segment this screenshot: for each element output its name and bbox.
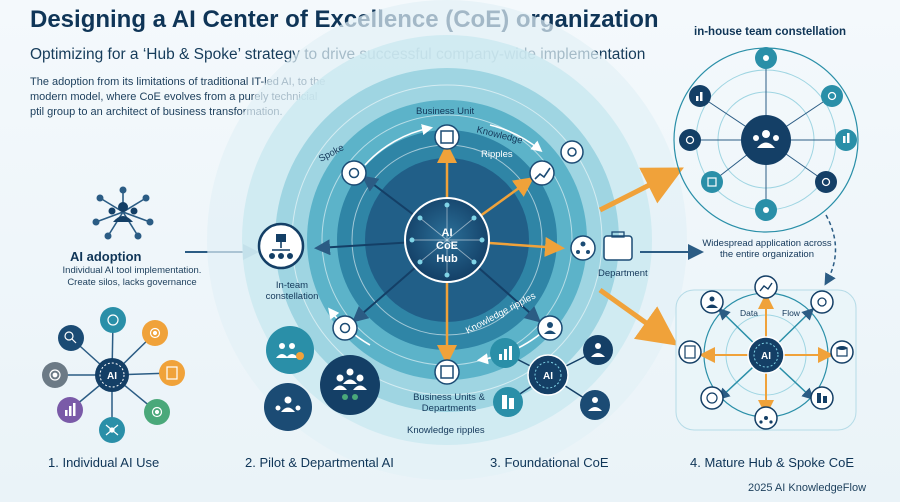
mature-hub-network (675, 275, 857, 431)
ai-adoption-title: AI adoption (70, 249, 142, 264)
ring-nodes (332, 124, 633, 385)
team-cluster-icon (320, 355, 380, 415)
meeting-node-icon (583, 335, 613, 365)
building-node-icon (493, 387, 523, 417)
in-team-constellation (257, 222, 305, 270)
in-house-constellation (673, 47, 859, 233)
briefcase-icon (603, 235, 633, 261)
database-icon (830, 340, 854, 364)
in-house-hub-icon (741, 115, 791, 165)
stage3-caption: 3. Foundational CoE (490, 455, 609, 470)
search-chart-icon (58, 325, 84, 351)
stage3-hub-small-label: AI (543, 371, 553, 382)
in-house-team-label: in-house team constellation (694, 26, 847, 38)
business-unit-label: Business Unit (416, 106, 475, 117)
ripples-label: Ripples (481, 149, 513, 160)
cog-node-icon (332, 315, 358, 341)
business-unit-icon (434, 124, 460, 150)
foundational-rings (207, 0, 687, 480)
stage2-caption: 2. Pilot & Departmental AI (245, 455, 394, 470)
stage4-hub-label: AI (761, 351, 771, 362)
expansion-arrows (598, 167, 837, 346)
team-small-icon (700, 290, 724, 314)
growth-chart-icon (529, 160, 555, 186)
footer-credit: 2025 AI KnowledgeFlow (748, 482, 867, 494)
data-label: Data (740, 308, 758, 318)
document-small-icon (678, 340, 702, 364)
flow-label: Flow (782, 308, 800, 318)
building-small-icon (810, 386, 834, 410)
spoke-gear-icon (341, 160, 367, 186)
stage1-caption: 1. Individual AI Use (48, 455, 160, 470)
in-team-label: In-team constellation (265, 280, 319, 303)
team-network-icon (264, 383, 312, 431)
knowledge-ripples-bottom-label: Knowledge ripples (407, 425, 485, 436)
settings-gear-icon (560, 140, 584, 164)
ai-adoption-description: Individual AI tool implementation. Creat… (62, 265, 202, 288)
gear-small-icon (810, 290, 834, 314)
business-units-departments-label: Business Units & Departments (413, 392, 485, 415)
foundational-network (490, 335, 613, 420)
business-units-icon (434, 359, 460, 385)
intro-text: The adoption from its limitations of tra… (30, 76, 326, 118)
department-label: Department (598, 268, 648, 279)
stage4-caption: 4. Mature Hub & Spoke CoE (690, 455, 855, 470)
adoption-cluster (92, 186, 154, 240)
pilot-team-icons (264, 326, 380, 431)
team-arch-node-icon (580, 390, 610, 420)
document-icon (159, 360, 185, 386)
mature-ai-hub (747, 336, 785, 374)
ai-coe-hub (404, 197, 490, 283)
widespread-application-label: Widespread application across the entire… (702, 238, 832, 261)
individual-ai-network (42, 307, 185, 443)
globe-icon (700, 386, 724, 410)
stage1-hub-label: AI (107, 371, 117, 382)
department-network-icon (570, 235, 596, 261)
team-icon (108, 202, 138, 222)
brain-icon (100, 307, 126, 333)
team-gear-icon (266, 326, 314, 374)
hub-label: AI CoE Hub (436, 227, 458, 266)
